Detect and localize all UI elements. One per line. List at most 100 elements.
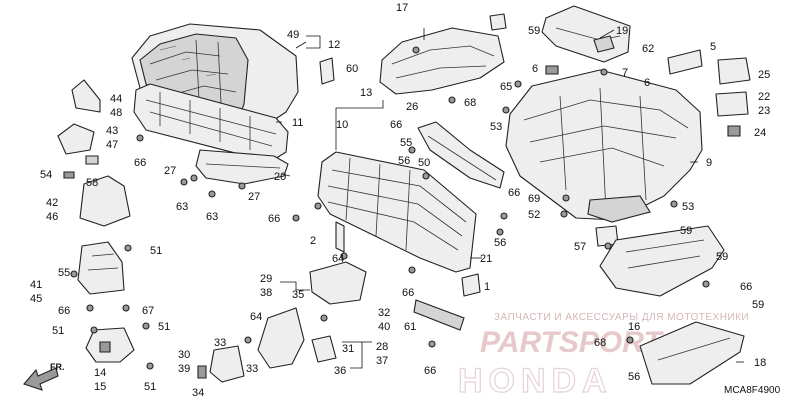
callout-labels: 49 12 60 11 20 44 48 43 47 66 54 58 27 2… (30, 2, 770, 399)
callout-23: 23 (758, 105, 770, 117)
callout-41: 41 (30, 279, 42, 291)
callout-5: 5 (710, 41, 716, 53)
callout-65: 65 (500, 81, 512, 93)
rear-cover-part (195, 149, 289, 185)
small-parts-left (57, 79, 135, 363)
callout-51a: 51 (150, 245, 162, 257)
callout-59a: 59 (528, 25, 540, 37)
callout-25: 25 (758, 69, 770, 81)
callout-48: 48 (110, 107, 122, 119)
callout-56c: 56 (628, 371, 640, 383)
callout-50: 50 (418, 157, 430, 169)
callout-33: 33 (214, 337, 226, 349)
callout-59c: 59 (716, 251, 728, 263)
callout-3: 33 (246, 363, 258, 375)
callout-68b: 68 (594, 337, 606, 349)
callout-60: 60 (346, 63, 358, 75)
callout-69: 69 (528, 193, 540, 205)
callout-18: 18 (754, 357, 766, 369)
small-parts-right (319, 13, 751, 385)
callout-59d: 59 (752, 299, 764, 311)
callout-38: 38 (260, 287, 272, 299)
callout-43: 43 (106, 125, 118, 137)
callout-20: 20 (274, 171, 286, 183)
callout-11: 11 (292, 117, 303, 129)
callout-27b: 27 (248, 191, 260, 203)
callout-21: 21 (480, 253, 492, 265)
callout-44: 44 (110, 93, 122, 105)
callout-31: 31 (342, 343, 354, 355)
callout-63b: 63 (206, 211, 218, 223)
callout-26: 26 (406, 101, 418, 113)
callout-53b: 53 (682, 201, 694, 213)
callout-66h: 66 (424, 365, 436, 377)
front-direction-arrow: FR. (23, 362, 65, 391)
callout-55a: 55 (58, 267, 70, 279)
callout-22: 22 (758, 91, 770, 103)
callout-56a: 56 (398, 155, 410, 167)
callout-42: 42 (46, 197, 58, 209)
callout-1: 1 (484, 281, 490, 293)
watermark-logo: HONDA (458, 362, 613, 400)
callout-16: 16 (628, 321, 640, 333)
small-parts-center (197, 261, 481, 383)
callout-47: 47 (106, 139, 118, 151)
callout-36: 36 (334, 365, 346, 377)
callout-66e: 66 (268, 213, 280, 225)
callout-14: 14 (94, 367, 106, 379)
callout-66d: 66 (508, 187, 520, 199)
callout-32: 32 (378, 307, 390, 319)
callout-13: 13 (360, 87, 372, 99)
callout-64b: 64 (250, 311, 262, 323)
inner-panel-part (133, 83, 289, 163)
callout-7: 7 (622, 67, 628, 79)
callout-17: 17 (396, 2, 408, 14)
callout-51d: 51 (144, 381, 156, 393)
callout-66f: 66 (740, 281, 752, 293)
callout-61: 61 (404, 321, 416, 333)
callout-2: 2 (310, 235, 316, 247)
callout-55b: 55 (400, 137, 412, 149)
callout-53a: 53 (490, 121, 502, 133)
callout-27a: 27 (164, 165, 176, 177)
callout-9: 9 (706, 157, 712, 169)
leader-lines (276, 28, 744, 369)
callout-28: 28 (376, 341, 388, 353)
callout-51b: 51 (52, 325, 64, 337)
callout-10: 10 (336, 119, 348, 131)
front-direction-label: FR. (50, 362, 65, 372)
callout-6: 6 (532, 63, 538, 75)
callout-49: 49 (287, 29, 299, 41)
callout-30: 30 (178, 349, 190, 361)
fasteners (70, 68, 710, 370)
callout-45: 45 (30, 293, 42, 305)
callout-4: 6 (644, 77, 650, 89)
callout-35: 35 (292, 289, 304, 301)
callout-39: 39 (178, 363, 190, 375)
callout-40: 40 (378, 321, 390, 333)
bracket-part (417, 121, 505, 189)
callout-66c: 66 (390, 119, 402, 131)
diagram-code: MCA8F4900 (724, 385, 781, 396)
callout-51c: 51 (158, 321, 170, 333)
callout-68a: 68 (464, 97, 476, 109)
callout-56b: 56 (494, 237, 506, 249)
callout-12: 12 (328, 39, 340, 51)
luggage-box-part (505, 69, 703, 223)
callout-58: 58 (86, 177, 98, 189)
callout-52: 52 (528, 209, 540, 221)
callout-34: 34 (192, 387, 204, 399)
callout-64a: 64 (332, 253, 344, 265)
callout-37: 37 (376, 355, 388, 367)
callout-24: 24 (754, 127, 766, 139)
side-panel-part (541, 5, 631, 63)
callout-29: 29 (260, 273, 272, 285)
callout-66a: 66 (134, 157, 146, 169)
callout-46: 46 (46, 211, 58, 223)
callout-54: 54 (40, 169, 52, 181)
lid-part (379, 27, 505, 95)
callout-63a: 63 (176, 201, 188, 213)
callout-19: 19 (616, 25, 628, 37)
frame-part (317, 151, 477, 273)
